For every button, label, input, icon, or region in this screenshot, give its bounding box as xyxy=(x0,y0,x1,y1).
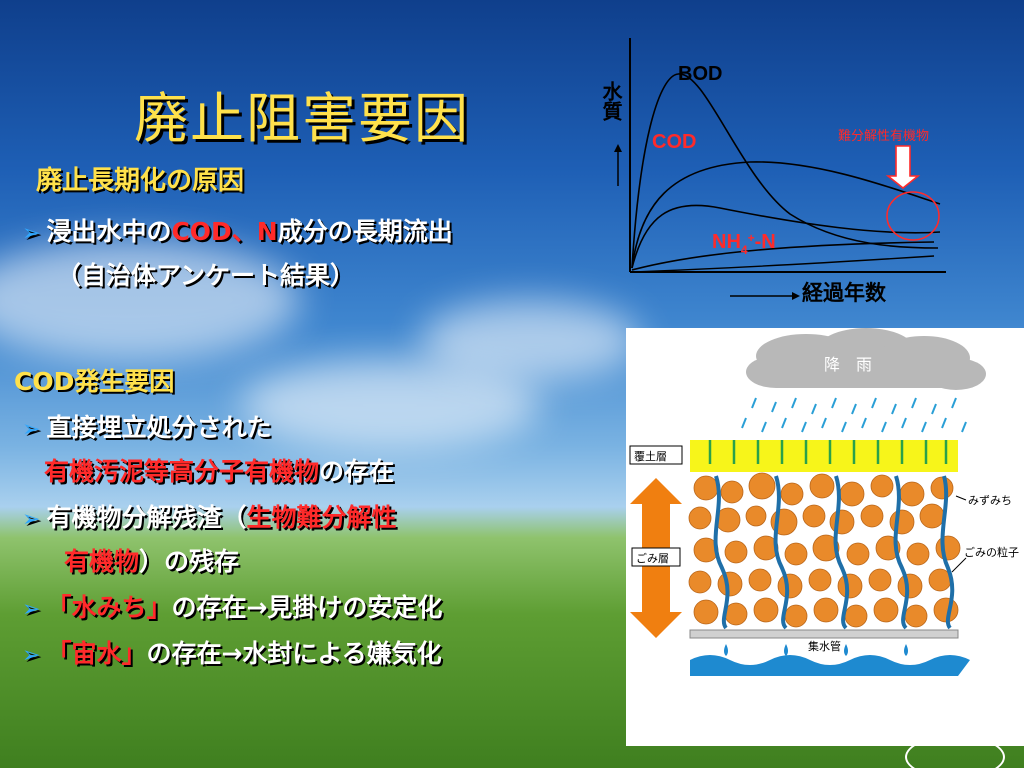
item-4: ➢「宙水」の存在→水封による嫌気化 xyxy=(22,639,442,668)
y-arrow-head-icon xyxy=(614,144,622,152)
series-bod-line xyxy=(631,73,939,269)
collection-water-wave xyxy=(690,655,970,676)
item-1: ➢直接埋立処分された xyxy=(22,413,272,442)
rain-drops-icon xyxy=(741,397,967,433)
rain-label: 降 雨 xyxy=(824,355,872,374)
series-cod-line xyxy=(631,161,941,269)
y-axis-label: 水質 xyxy=(600,81,622,122)
bullet-arrow-icon: ➢ xyxy=(22,221,41,246)
waterway-pointer xyxy=(955,495,967,501)
x-arrow-head-icon xyxy=(792,292,800,300)
logo-emblem xyxy=(905,735,1005,779)
annotation-circle xyxy=(886,191,940,241)
particle-pointer xyxy=(951,557,967,573)
annotation-label: 難分解性有機物 xyxy=(838,128,929,143)
drip-drops-icon xyxy=(724,644,908,656)
annotation-arrow-icon xyxy=(885,145,921,190)
bullet-arrow-icon: ➢ xyxy=(22,597,41,622)
cover-label: 覆土層 xyxy=(634,450,667,463)
particle-label: ごみの粒子 xyxy=(964,545,1019,559)
slide-title: 廃止阻害要因 xyxy=(134,87,470,150)
bullet-line-1: ➢浸出水中のCOD、N成分の長期流出 xyxy=(22,217,453,246)
liner-layer xyxy=(689,629,959,639)
item-2-cont: 有機物）の残存 xyxy=(64,547,240,576)
cod-label: COD xyxy=(652,131,696,153)
rain-cloud-icon xyxy=(746,328,986,390)
water-channels xyxy=(713,475,955,630)
series-baseline xyxy=(631,255,935,273)
bullet-arrow-icon: ➢ xyxy=(22,507,41,532)
cloud xyxy=(420,300,640,380)
infiltration-arrows-icon xyxy=(708,440,948,464)
subtitle: 廃止長期化の原因 xyxy=(36,166,245,196)
cover-soil-layer xyxy=(690,440,958,472)
section-heading: COD発生要因 xyxy=(14,367,175,396)
landfill-diagram-panel: 降 雨 覆土層 ごみ層 xyxy=(626,328,1024,746)
bullet-line-1-sub: （自治体アンケート結果） xyxy=(56,261,356,290)
cover-label-box xyxy=(629,445,683,465)
series-cod-line-2 xyxy=(631,204,941,269)
landfill-diagram: 降 雨 覆土層 ごみ層 xyxy=(629,328,1019,676)
waste-label-box xyxy=(631,547,681,567)
x-axis-label: 経過年数 xyxy=(802,281,887,305)
bullet-arrow-icon: ➢ xyxy=(22,643,41,668)
cloud xyxy=(0,240,300,360)
pipe-label: 集水管 xyxy=(808,639,841,653)
water-quality-chart: 水質 BOD COD NH4+-N 難分解性有機物 経過年数 xyxy=(600,38,946,305)
item-3: ➢「水みち」の存在→見掛けの安定化 xyxy=(22,593,443,622)
nh4-label: NH4+-N xyxy=(712,231,776,257)
waste-label: ごみ層 xyxy=(636,551,669,565)
waste-particles xyxy=(688,472,961,628)
item-1-cont: 有機汚泥等高分子有機物の存在 xyxy=(44,457,395,486)
item-2: ➢有機物分解残渣（生物難分解性 xyxy=(22,503,397,532)
waterway-label: みずみち xyxy=(968,494,1012,507)
bod-label: BOD xyxy=(678,63,722,85)
bullet-arrow-icon: ➢ xyxy=(22,417,41,442)
series-nh4-line xyxy=(631,241,935,271)
